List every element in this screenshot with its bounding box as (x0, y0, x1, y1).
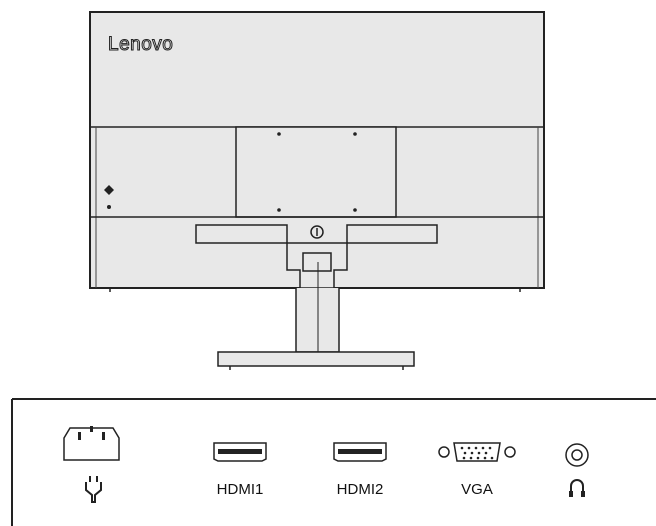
vesa-mount-plate (235, 126, 397, 218)
kensington-lock-icon (310, 225, 324, 239)
joystick-button-icon (104, 185, 114, 209)
vga-port-icon (438, 442, 516, 462)
hdmi-port-icon (213, 442, 267, 462)
audio-jack-icon (565, 443, 589, 467)
port-label-hdmi2: HDMI2 (336, 481, 384, 498)
cable-slot-left (195, 224, 288, 244)
monitor-stand (217, 242, 415, 370)
headphone-icon (569, 479, 585, 497)
cable-slot-right (346, 224, 438, 244)
hdmi-port-icon (333, 442, 387, 462)
monitor-back (89, 11, 545, 292)
power-plug-icon (63, 426, 120, 503)
port-label-hdmi1: HDMI1 (216, 481, 264, 498)
vesa-screw-hole (277, 208, 281, 212)
port-panel (11, 398, 656, 526)
vesa-screw-hole (277, 132, 281, 136)
lenovo-logo: Lenovo (107, 34, 174, 56)
stand-base (217, 351, 415, 367)
port-label-vga: VGA (461, 481, 493, 498)
vesa-screw-hole (353, 208, 357, 212)
vesa-screw-hole (353, 132, 357, 136)
